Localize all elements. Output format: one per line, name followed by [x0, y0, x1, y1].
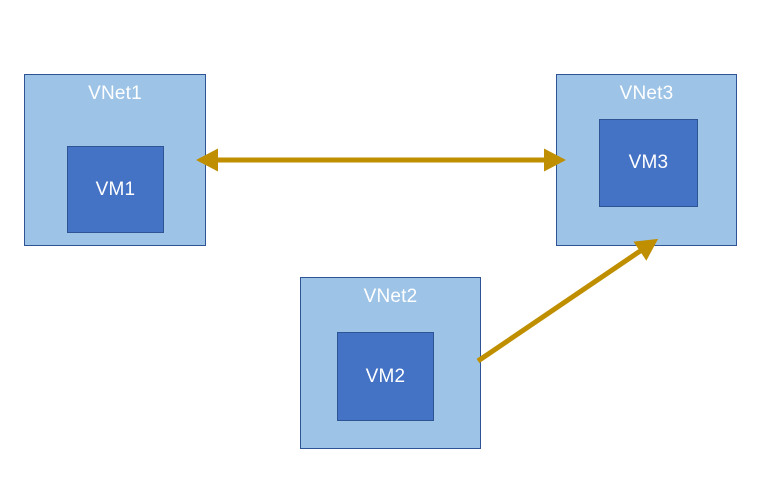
- vm-label-vm1: VM1: [95, 178, 136, 200]
- vm-box-vm2[interactable]: VM2: [337, 332, 434, 421]
- vm-label-vm3: VM3: [628, 152, 669, 173]
- vm-box-vm1[interactable]: VM1: [67, 146, 164, 233]
- vnet-label-vnet3: VNet3: [619, 83, 674, 104]
- vnet-label-vnet1: VNet1: [88, 83, 142, 104]
- vnet-label-vnet2: VNet2: [363, 286, 418, 307]
- vm-label-vm2: VM2: [365, 365, 406, 387]
- vnet-box-vnet1[interactable]: VNet1 VM1: [24, 74, 206, 246]
- vnet-box-vnet3[interactable]: VNet3 VM3: [556, 74, 737, 246]
- connection-arrow-vnet2-vnet3: [476, 238, 659, 364]
- vnet-box-vnet2[interactable]: VNet2 VM2: [300, 277, 481, 449]
- vm-box-vm3[interactable]: VM3: [599, 119, 698, 207]
